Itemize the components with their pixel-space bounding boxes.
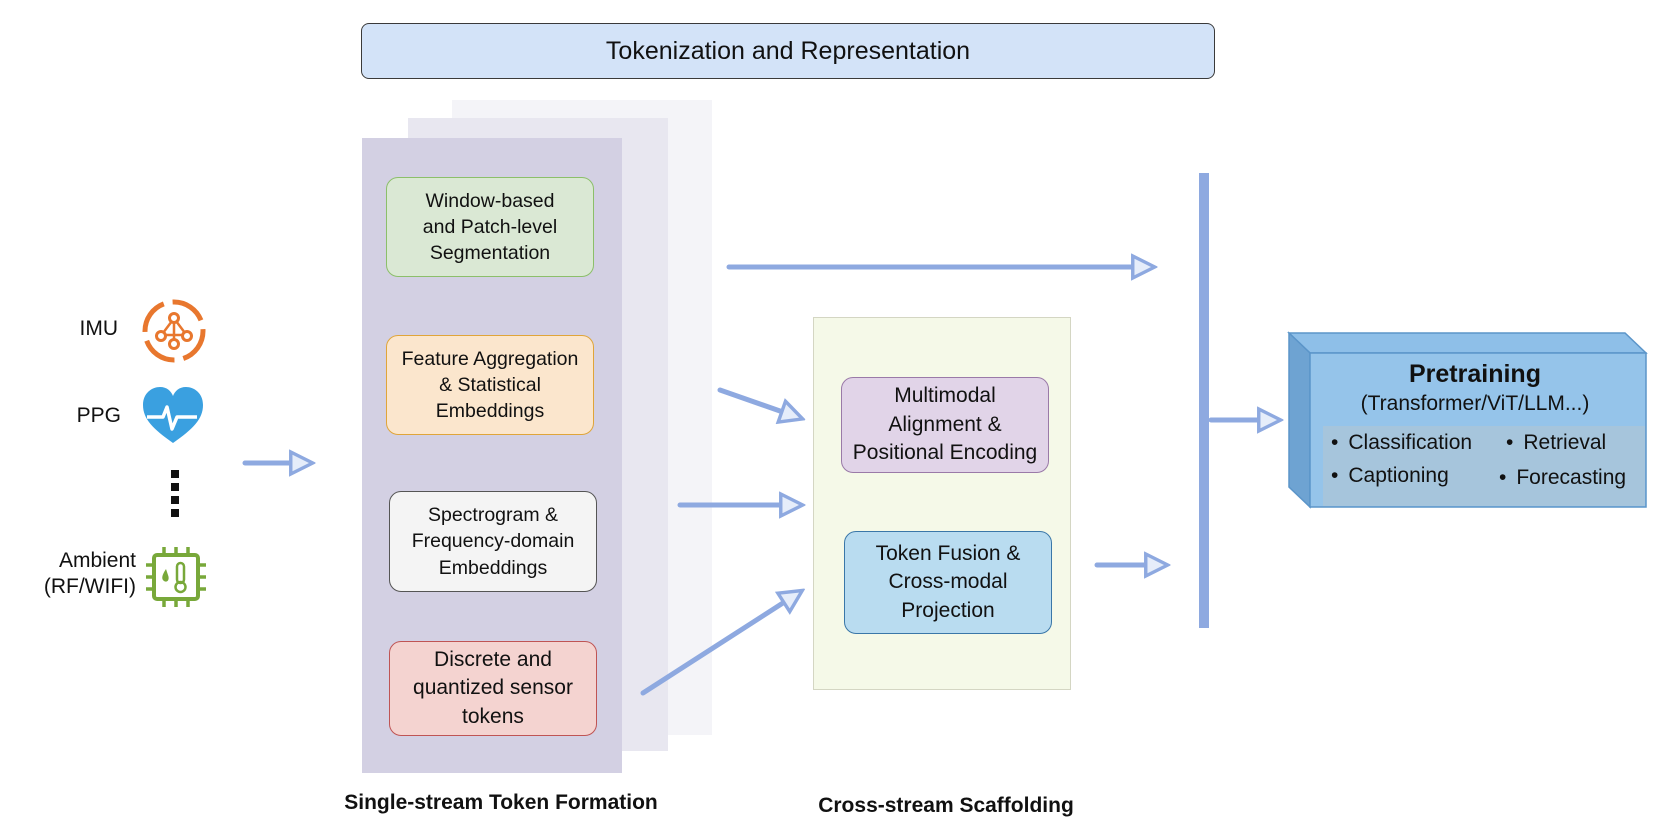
more-sensors-dots (171, 470, 179, 517)
ambient-label-line1: Ambient (58, 549, 136, 572)
discrete-tokens-box: Discrete and quantized sensor tokens (389, 641, 597, 736)
arrow-discrete-to-fusion (640, 592, 800, 696)
box-line: and Patch-level (422, 215, 558, 238)
box-line: Discrete and (434, 647, 552, 671)
box-line: Multimodal (894, 384, 996, 408)
task-item: Retrieval (1506, 431, 1606, 455)
box-line: Projection (901, 598, 995, 622)
box-line: Frequency-domain (411, 530, 575, 553)
ambient-label: Ambient (RF/WIFI) (24, 548, 136, 606)
box-line: Segmentation (429, 242, 551, 265)
box-line: Embeddings (438, 556, 548, 579)
pretraining-heading: Pretraining (Transformer/ViT/LLM...) (1305, 356, 1645, 420)
arrow-feature-to-alignment (717, 387, 800, 418)
box-line: Embeddings (435, 400, 545, 423)
box-line: Token Fusion & (875, 541, 1021, 565)
single-stream-caption: Single-stream Token Formation (344, 791, 658, 814)
feature-aggregation-box: Feature Aggregation & Statistical Embedd… (386, 335, 594, 435)
box-line: & Statistical (439, 373, 541, 396)
ppg-label: PPG (76, 404, 121, 427)
box-line: Alignment & (888, 412, 1002, 436)
box-line: Feature Aggregation (401, 347, 579, 370)
pretraining-task-list: Classification Retrieval Captioning Fore… (1323, 426, 1645, 506)
spectrogram-embeddings-box: Spectrogram & Frequency-domain Embedding… (389, 491, 597, 592)
section-title: Tokenization and Representation (605, 36, 971, 65)
box-line: Window-based (425, 189, 555, 212)
section-title-box: Tokenization and Representation (361, 23, 1215, 79)
box-line: Cross-modal (888, 570, 1008, 594)
task-item: Classification (1331, 431, 1472, 455)
imu-label: IMU (79, 317, 119, 340)
token-fusion-box: Token Fusion & Cross-modal Projection (844, 531, 1052, 634)
heart-pulse-icon (143, 387, 203, 443)
task-item: Captioning (1331, 464, 1448, 488)
ambient-label-line2: (RF/WIFI) (43, 575, 136, 599)
task-item: Forecasting (1499, 466, 1626, 490)
box-line: tokens (462, 704, 524, 728)
pretraining-subtitle: (Transformer/ViT/LLM...) (1360, 391, 1590, 415)
cross-stream-caption: Cross-stream Scaffolding (818, 794, 1074, 817)
box-line: Positional Encoding (852, 441, 1038, 465)
chip-thermometer-icon (146, 547, 206, 607)
box-line: quantized sensor (413, 676, 573, 700)
box-line: Spectrogram & (427, 504, 559, 527)
imu-network-icon (142, 299, 206, 363)
pretraining-title: Pretraining (1409, 360, 1541, 389)
multimodal-alignment-box: Multimodal Alignment & Positional Encodi… (841, 377, 1049, 473)
window-segmentation-box: Window-based and Patch-level Segmentatio… (386, 177, 594, 277)
